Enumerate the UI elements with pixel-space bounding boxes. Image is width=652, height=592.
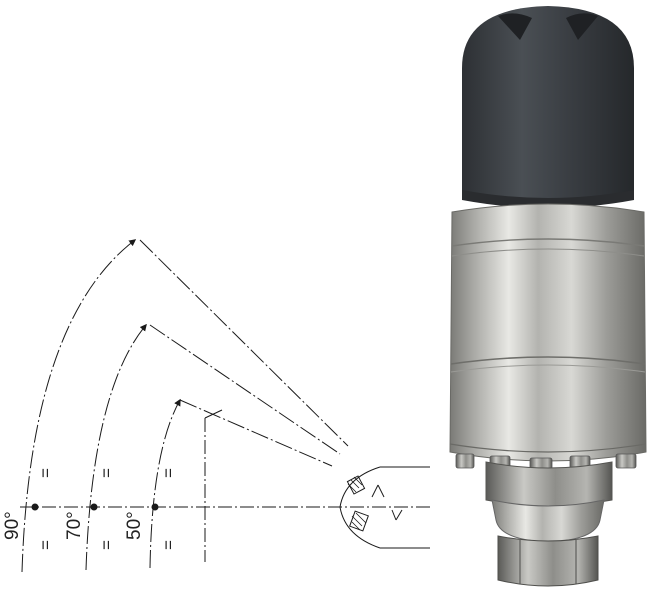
vertex-dot-70: [90, 503, 98, 511]
equal-mark-70-top: =: [97, 468, 116, 478]
cap-notch-right: [566, 13, 598, 40]
nozzle-fitting: [497, 535, 599, 587]
nozzle-head-section: [339, 466, 430, 549]
vertical-reference-tick: [204, 409, 223, 419]
spray-line-70: [149, 324, 341, 455]
spray-line-90: [139, 239, 349, 447]
angle-label-70: 70°: [64, 511, 85, 540]
nozzle-photo: [449, 6, 647, 587]
nozzle-cap: [462, 6, 634, 198]
angle-label-50: 50°: [124, 511, 145, 540]
spray-line-50: [179, 399, 333, 467]
equal-mark-90-bottom: =: [36, 540, 55, 550]
arc-90: [21, 239, 137, 573]
vertex-dot-50: [151, 503, 159, 511]
arc-50: [149, 398, 181, 569]
equal-mark-90-top: =: [36, 468, 55, 478]
spray-angle-diagram: 90° 70° 50° = = = = = =: [2, 239, 430, 573]
cap-notch-left: [498, 13, 532, 40]
equal-mark-70-bottom: =: [97, 540, 116, 550]
nozzle-neck: [491, 499, 605, 543]
vertex-dot-90: [31, 503, 39, 511]
nozzle-flange: [485, 461, 613, 507]
angle-label-90: 90°: [2, 511, 23, 540]
equal-mark-50-bottom: =: [159, 540, 178, 550]
equal-mark-50-top: =: [159, 468, 178, 478]
arc-70: [85, 323, 147, 571]
